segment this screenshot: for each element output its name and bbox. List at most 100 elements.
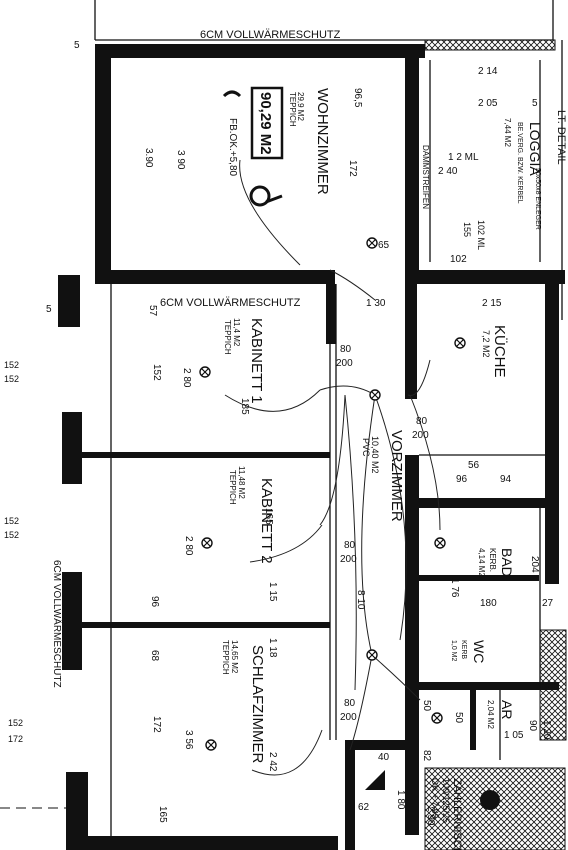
total-area-box <box>250 86 284 160</box>
room-ar-name: AR <box>499 700 515 719</box>
dimension-label: 2 40 <box>438 166 458 177</box>
room-wc-floor: KERB <box>460 640 467 659</box>
dimension-label: 2 80 <box>181 368 192 388</box>
dimension-label: 172 <box>151 716 162 733</box>
dimension-label: 1 18 <box>267 638 278 658</box>
room-kuche-area: 7,2 M2 <box>481 330 491 358</box>
dimension-label: 50 <box>421 700 432 712</box>
wall-west-stub3 <box>62 572 82 670</box>
dimension-label: 152 <box>4 516 19 526</box>
dimension-label: 68 <box>149 650 160 662</box>
dimension-label: 57 <box>147 305 158 317</box>
lamp-icon <box>434 537 446 549</box>
dimension-label: 2 90 <box>425 806 436 826</box>
room-wohnzimmer-floor: TEPPICH <box>288 92 297 127</box>
total-area-label: 90,29 M2 <box>257 92 274 155</box>
dimension-label: 102 ML <box>476 220 486 250</box>
dimension-label: 102 <box>450 254 467 265</box>
wall-bath-inner <box>419 575 539 581</box>
dimension-label: 165 <box>157 806 168 823</box>
labels: 6CM VOLLWÄRMESCHUTZ 6CM VOLLWÄRMESCHUTZ … <box>51 29 567 850</box>
dimension-label: 165 <box>263 508 274 525</box>
lamp-icon <box>205 739 217 751</box>
dimension-label: 8 10 <box>355 590 366 610</box>
dimension-label: 200 <box>340 554 357 565</box>
room-ar-area: 2,04 M2 <box>486 700 495 729</box>
room-kabinett1-name: KABINETT 1 <box>248 318 265 404</box>
dimension-label: 152 <box>4 530 19 540</box>
dimension-label: 2 42 <box>267 752 278 772</box>
dimension-label: 172 <box>347 160 358 177</box>
room-loggia-name: LOGGIA <box>527 122 543 176</box>
room-zahlernische-name: ZÄHLERNISCHE <box>451 778 463 850</box>
dammstreifen-label: DÄMMSTREIFEN <box>421 145 430 209</box>
dimension-label: 50 <box>453 712 464 724</box>
room-schlafzimmer-area: 14,65 M2 <box>230 640 239 674</box>
wall-top <box>95 44 425 58</box>
wall-living-right <box>405 44 419 284</box>
dimension-label: 94 <box>500 474 512 485</box>
room-kabinett2-area: 11,48 M2 <box>237 466 246 499</box>
vollwarmeschutz-top: 6CM VOLLWÄRMESCHUTZ <box>200 29 341 41</box>
dimension-label: 152 <box>8 718 23 728</box>
room-zahlernische-ok: OK.+ 7,95 <box>430 778 440 819</box>
vollwarmeschutz-mid: 6CM VOLLWÄRMESCHUTZ <box>160 297 301 309</box>
dimension-label: 1 30 <box>366 298 386 309</box>
dimensions: 152 152 152 152 152 172 5 5 5 2 14 2 05 … <box>4 40 554 826</box>
entry-symbols <box>222 90 500 810</box>
dimension-label: 96 <box>456 474 468 485</box>
dimension-label: 80 <box>416 416 428 427</box>
wall-ar-left <box>470 690 476 750</box>
dimension-label: 1 80 <box>395 790 406 810</box>
door-swings <box>224 159 431 776</box>
lamp-icon <box>201 537 213 549</box>
wall-corridor-west <box>326 284 336 344</box>
room-loggia-extra: 50x50x8 ENLEGER <box>534 168 541 230</box>
wall-kuche-top <box>405 270 565 284</box>
dimension-label: 90 <box>527 720 538 732</box>
wall-bath-block <box>405 455 419 835</box>
wall-west-stub2 <box>62 412 82 484</box>
room-vorzimmer-area: 10,40 M2 <box>370 436 380 474</box>
room-bad-name: BAD <box>499 548 515 577</box>
room-wohnzimmer-name: WOHNZIMMER <box>314 88 331 195</box>
dimension-label: 1 05 <box>504 730 524 741</box>
room-kuche-name: KÜCHE <box>491 325 509 378</box>
dimension-label: 2 14 <box>478 66 498 77</box>
dimension-label: 82 <box>421 750 432 762</box>
dimension-label: 40 <box>378 752 390 763</box>
wiring <box>319 269 441 751</box>
dimension-label: 3 90 <box>175 150 186 170</box>
dimension-label: 2 05 <box>478 98 498 109</box>
dimension-label: 155 <box>462 222 472 237</box>
dimension-label: 96 <box>149 596 160 608</box>
dimension-label: 2 80 <box>183 536 194 556</box>
room-kabinett1-floor: TEPPICH <box>223 320 232 355</box>
dimension-label: 200 <box>340 712 357 723</box>
lamp-icon <box>369 389 381 401</box>
dimension-label: 5 <box>46 304 52 315</box>
room-zahlernische-dims: 100/125/25 <box>441 778 451 823</box>
wall-west-stub4 <box>66 772 88 850</box>
room-schlafzimmer-name: SCHLAFZIMMER <box>249 645 266 764</box>
dimension-label: 172 <box>8 734 23 744</box>
dimension-label: 80 <box>344 698 356 709</box>
room-vorzimmer-floor: PVC <box>361 438 371 457</box>
lamp-icon <box>199 366 211 378</box>
room-vorzimmer-name: VORZIMMER <box>388 430 405 522</box>
wall-west-stub1 <box>58 275 80 327</box>
dimension-label: 204 <box>529 556 540 573</box>
partitions <box>80 60 545 836</box>
loggia-detail-label: LT. DETAIL <box>555 110 567 165</box>
dimension-label: 1 2 ML <box>448 152 479 163</box>
dimension-label: 185 <box>239 398 250 415</box>
walls <box>58 44 565 850</box>
wall-stair-top <box>345 740 415 750</box>
dimension-label: 180 <box>480 598 497 609</box>
room-wohnzimmer-area: 29,9 M2 <box>296 92 305 121</box>
lamp-icon <box>431 712 443 724</box>
vollwarmeschutz-left: 6CM VOLLWÄRMESCHUTZ <box>51 560 63 688</box>
wall-living-bottom <box>95 270 335 284</box>
hatched-areas <box>424 39 567 850</box>
room-bad-area: 4,14 M2 <box>477 548 486 577</box>
